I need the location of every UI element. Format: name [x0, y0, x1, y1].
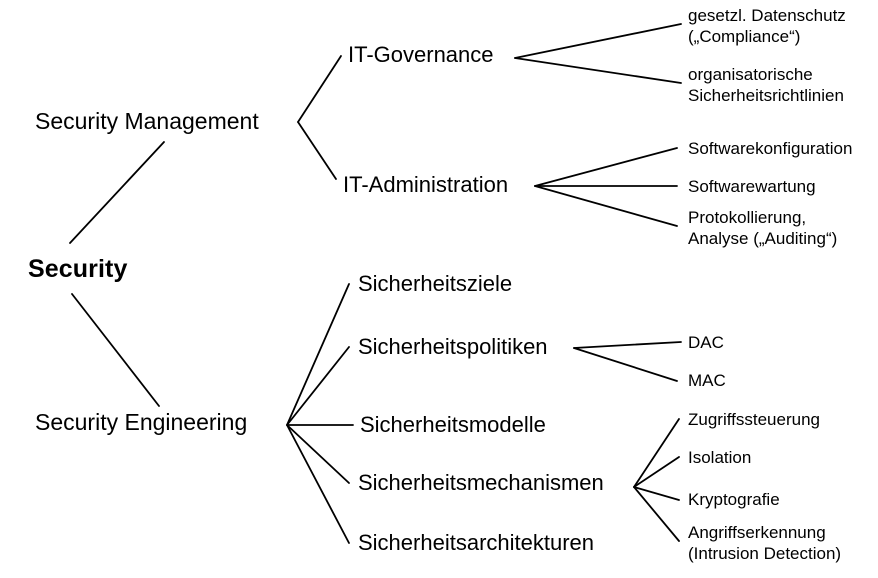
- node-it-administration[interactable]: IT-Administration: [343, 172, 509, 197]
- node-security-management[interactable]: Security Management: [35, 108, 259, 134]
- edge-it-administration-to-protokollierung: [534, 185, 678, 227]
- edge-sicherheitsmechanismen-to-kryptografie: [633, 486, 680, 501]
- node-security-engineering[interactable]: Security Engineering: [35, 409, 248, 435]
- leaf-line-1: Angriffserkennung: [688, 523, 826, 542]
- leaf-softwarekonfiguration[interactable]: Softwarekonfiguration: [688, 139, 853, 158]
- leaf-line-2: („Compliance“): [688, 26, 801, 46]
- edge-root-to-security-management: [69, 141, 165, 244]
- leaf-mac[interactable]: MAC: [688, 371, 726, 390]
- node-sicherheitsmodelle[interactable]: Sicherheitsmodelle: [360, 412, 546, 437]
- node-sicherheitsmechanismen[interactable]: Sicherheitsmechanismen: [358, 470, 604, 495]
- leaf-gesetzlicher-datenschutz[interactable]: gesetzl. Datenschutz („Compliance“): [688, 6, 846, 47]
- leaf-line-1: gesetzl. Datenschutz: [688, 6, 846, 25]
- leaf-isolation[interactable]: Isolation: [688, 448, 752, 467]
- edge-it-administration-to-softwarekonfiguration: [534, 147, 678, 187]
- leaf-protokollierung-analyse[interactable]: Protokollierung, Analyse („Auditing“): [688, 208, 837, 249]
- node-sicherheitsarchitekturen[interactable]: Sicherheitsarchitekturen: [358, 530, 595, 555]
- leaf-line-2: (Intrusion Detection): [688, 543, 842, 563]
- leaf-zugriffssteuerung[interactable]: Zugriffssteuerung: [688, 410, 820, 429]
- edge-security-engineering-to-sicherheitsarchitekturen: [286, 424, 350, 544]
- edge-security-engineering-to-sicherheitsmechanismen: [286, 424, 350, 484]
- node-security-root[interactable]: Security: [28, 255, 128, 283]
- edge-sicherheitsmechanismen-to-zugriffssteuerung: [633, 418, 680, 488]
- edge-sicherheitsmechanismen-to-isolation: [633, 456, 680, 488]
- leaf-line-2: Sicherheitsrichtlinien: [688, 85, 844, 105]
- node-sicherheitsziele[interactable]: Sicherheitsziele: [358, 271, 513, 296]
- edge-security-engineering-to-sicherheitspolitiken: [286, 346, 350, 426]
- edge-sicherheitsmechanismen-to-angriffserkennung: [633, 486, 680, 542]
- leaf-dac[interactable]: DAC: [688, 333, 724, 352]
- edge-root-to-security-engineering: [71, 293, 160, 407]
- leaf-line-1: organisatorische: [688, 65, 813, 84]
- node-sicherheitspolitiken[interactable]: Sicherheitspolitiken: [358, 334, 548, 359]
- edge-it-governance-to-datenschutz: [514, 23, 682, 59]
- leaf-organisatorische-sicherheitsrichtlinien[interactable]: organisatorische Sicherheitsrichtlinien: [688, 65, 844, 106]
- edge-sicherheitspolitiken-to-dac: [573, 341, 682, 349]
- edge-security-management-to-it-governance: [297, 55, 342, 123]
- leaf-line-1: Protokollierung,: [688, 208, 807, 227]
- edge-sicherheitspolitiken-to-mac: [573, 347, 678, 382]
- edge-it-governance-to-richtlinien: [514, 57, 682, 84]
- leaf-kryptografie[interactable]: Kryptografie: [688, 490, 780, 509]
- leaf-line-2: Analyse („Auditing“): [688, 228, 838, 248]
- edge-security-management-to-it-administration: [297, 121, 337, 180]
- node-it-governance[interactable]: IT-Governance: [348, 42, 494, 67]
- leaf-angriffserkennung[interactable]: Angriffserkennung (Intrusion Detection): [688, 523, 841, 564]
- leaf-softwarewartung[interactable]: Softwarewartung: [688, 177, 816, 196]
- edge-security-engineering-to-sicherheitsziele: [286, 283, 350, 426]
